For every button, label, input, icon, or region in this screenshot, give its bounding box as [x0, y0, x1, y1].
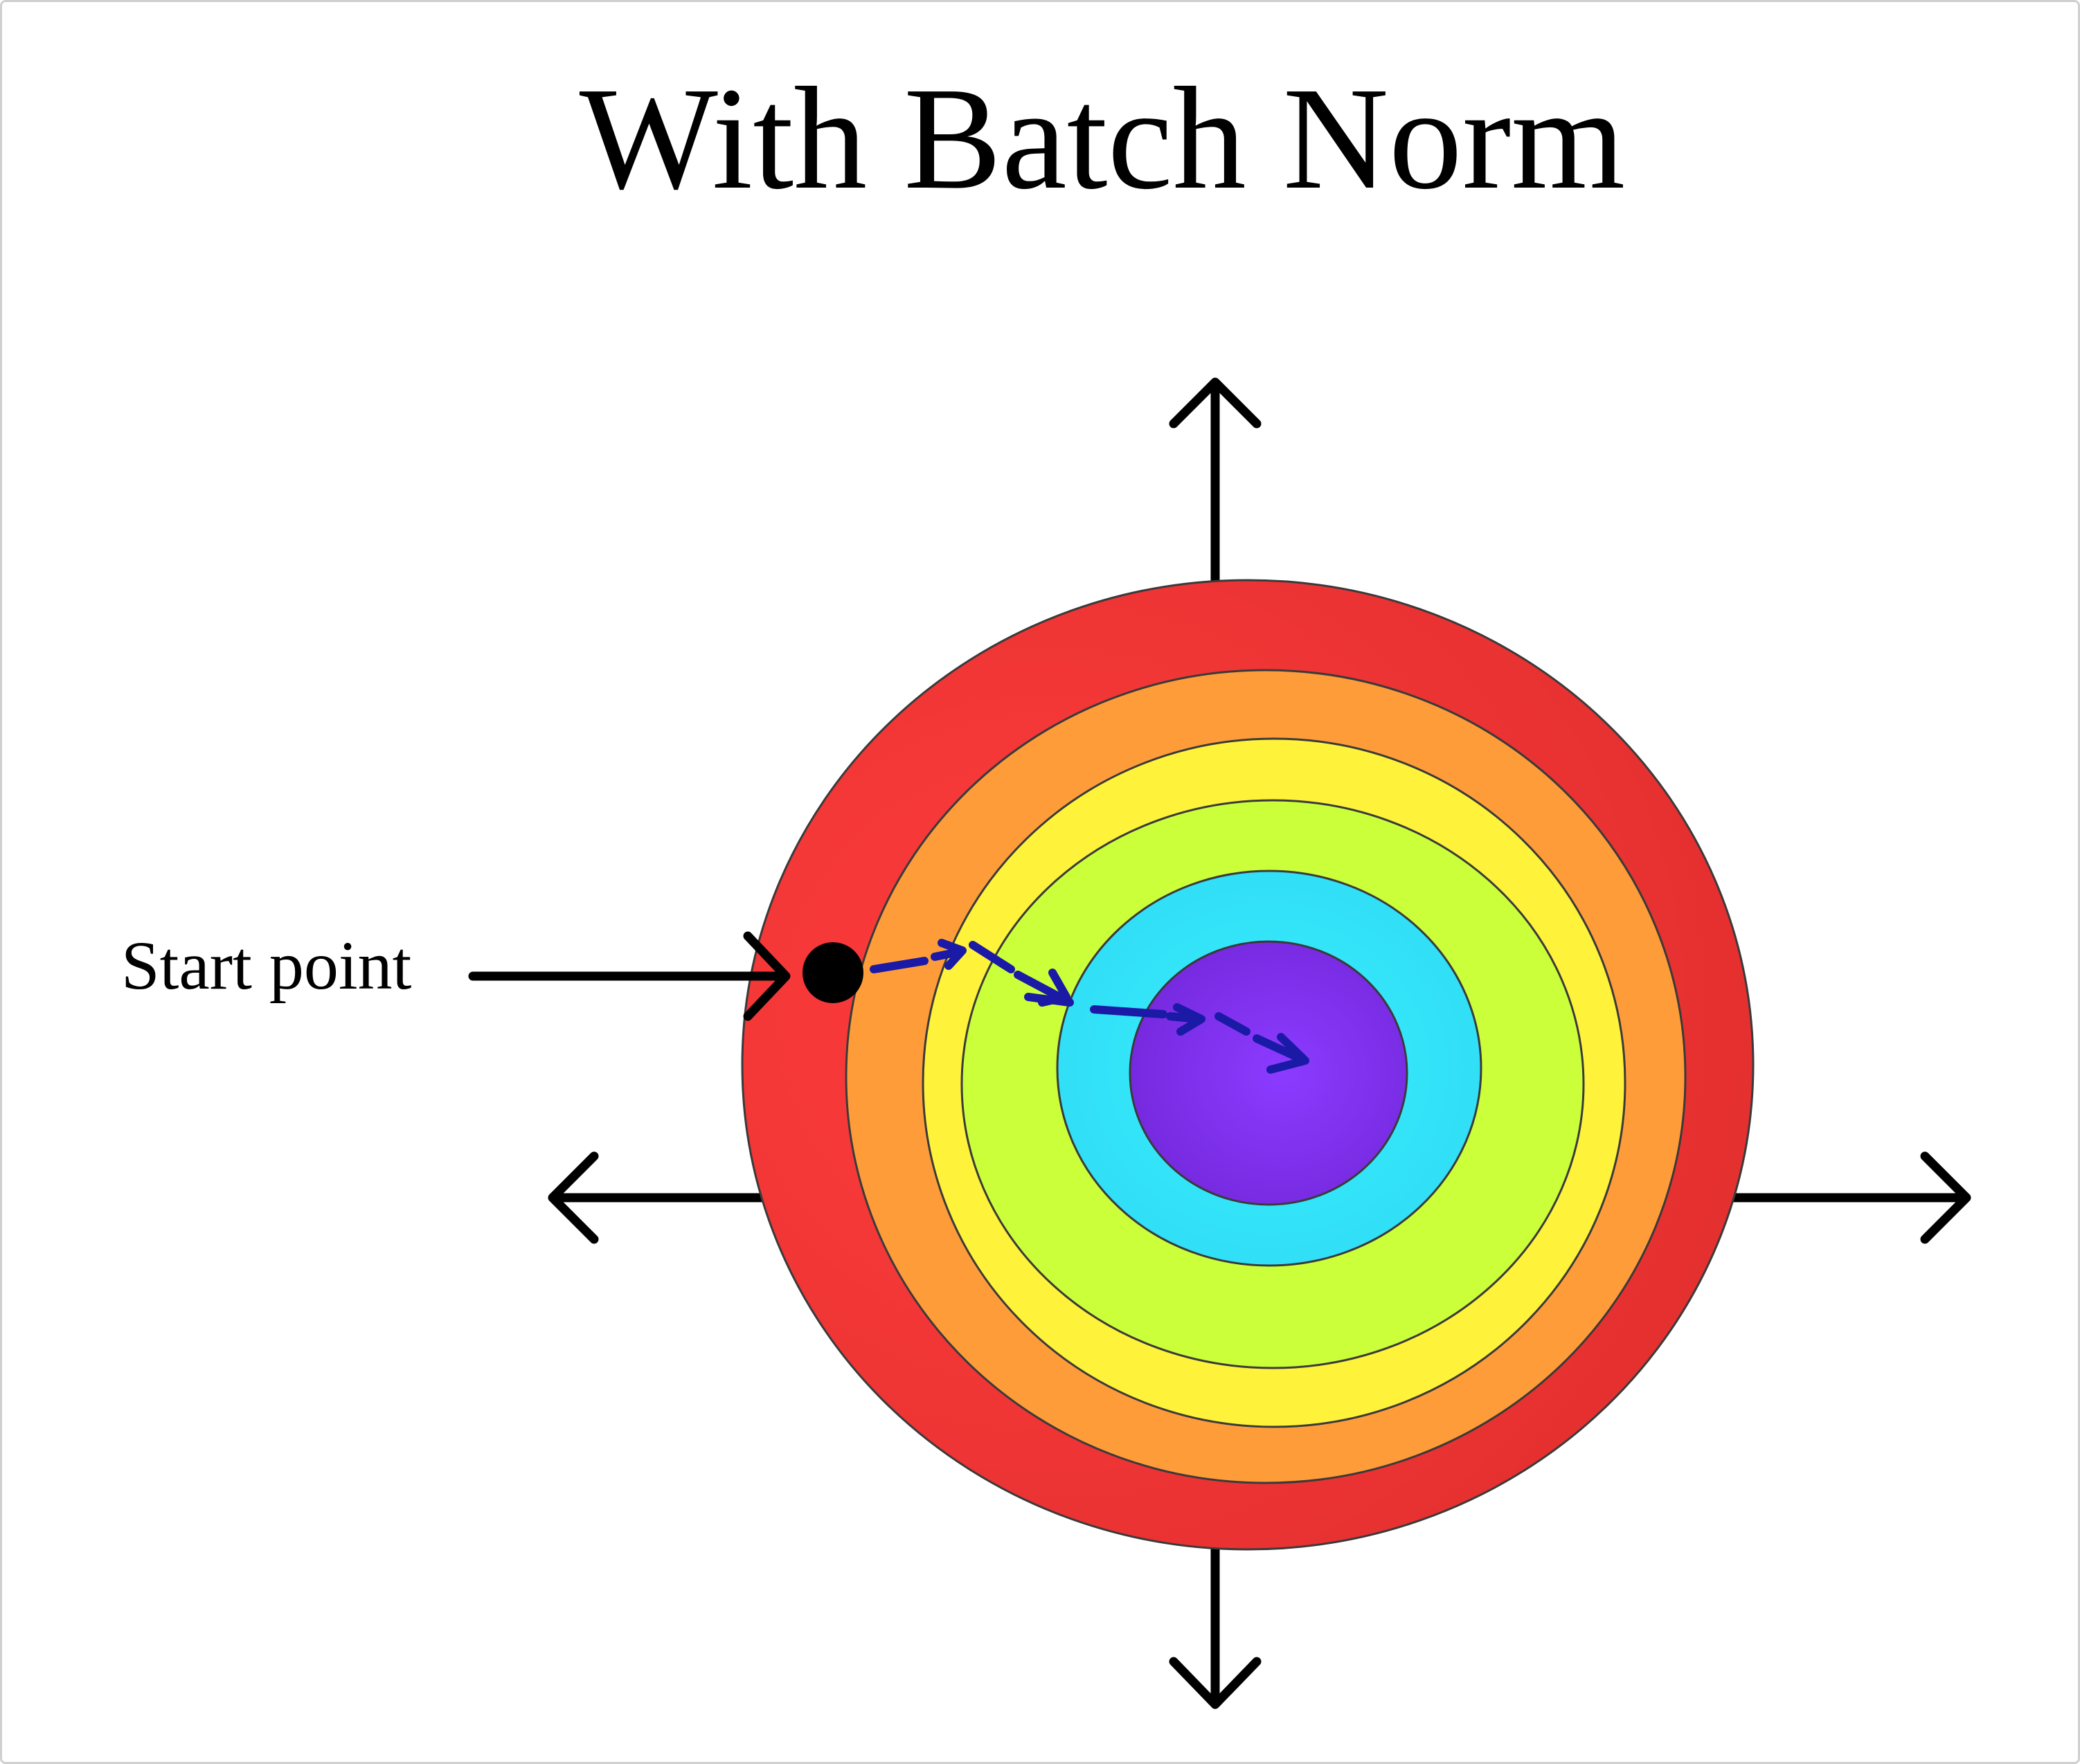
path-segment-4: [1014, 971, 1064, 1001]
path-segment-3: [969, 941, 1015, 973]
path-arrowhead-1: [938, 939, 967, 970]
diagram-title: With Batch Norm: [579, 57, 1626, 219]
path-segment-6: [1090, 1005, 1167, 1018]
start-point-dot-icon: [803, 942, 863, 1003]
arrow-left-icon: [548, 1151, 599, 1244]
arrow-up-icon: [1169, 377, 1262, 429]
start-pointer-head: [743, 931, 791, 1021]
path-segment-8: [1214, 1012, 1250, 1036]
path-segment-5: [1024, 993, 1074, 1007]
start-pointer: [468, 931, 791, 1021]
arrow-down-icon: [1169, 1657, 1262, 1709]
arrow-right-icon: [1920, 1151, 1971, 1244]
optimization-path: [870, 939, 1309, 1074]
coordinate-axes: [548, 377, 1971, 1709]
path-arrowhead-3: [1173, 1003, 1205, 1036]
start-point-label: Start point: [121, 927, 412, 1004]
path-segment-1: [870, 957, 929, 973]
contour-rings: [741, 579, 1755, 1551]
path-arrowhead-4: [1266, 1033, 1309, 1074]
path-segment-9: [1253, 1034, 1306, 1063]
